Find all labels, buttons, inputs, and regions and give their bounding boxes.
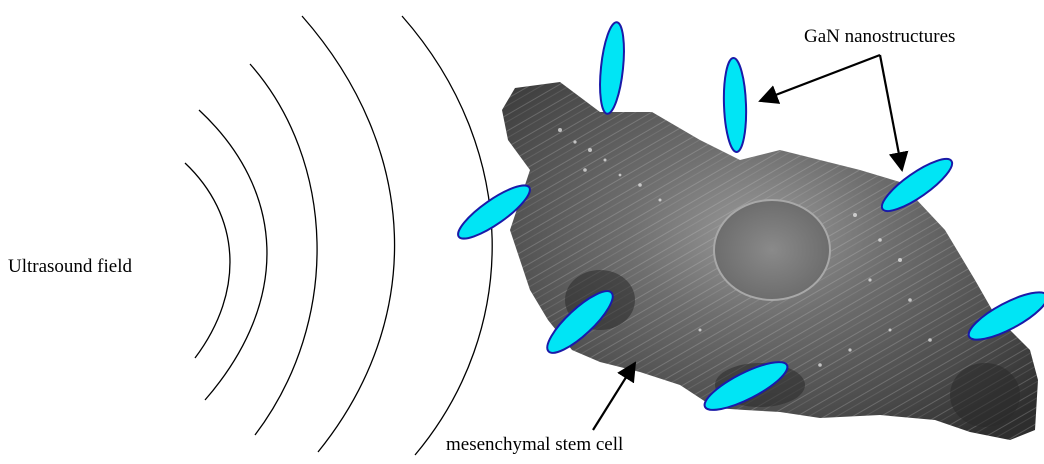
- ultrasound-field-label: Ultrasound field: [8, 256, 132, 278]
- wave-1: [185, 163, 230, 358]
- wave-3: [250, 64, 317, 435]
- arrow-cell: [593, 363, 635, 430]
- nanostructure-ellipse-icon: [596, 21, 627, 115]
- arrow-gan-2: [880, 55, 902, 170]
- gan-nanostructures-label: GaN nanostructures: [804, 26, 955, 48]
- wave-4: [302, 16, 395, 452]
- ultrasound-wave-icon: [185, 16, 492, 455]
- cell-nucleus: [714, 200, 830, 300]
- nanostructure-ellipse-icon: [722, 58, 747, 153]
- wave-2: [199, 110, 267, 400]
- arrow-gan-1: [760, 55, 880, 101]
- mesenchymal-stem-cell-label: mesenchymal stem cell: [446, 434, 623, 456]
